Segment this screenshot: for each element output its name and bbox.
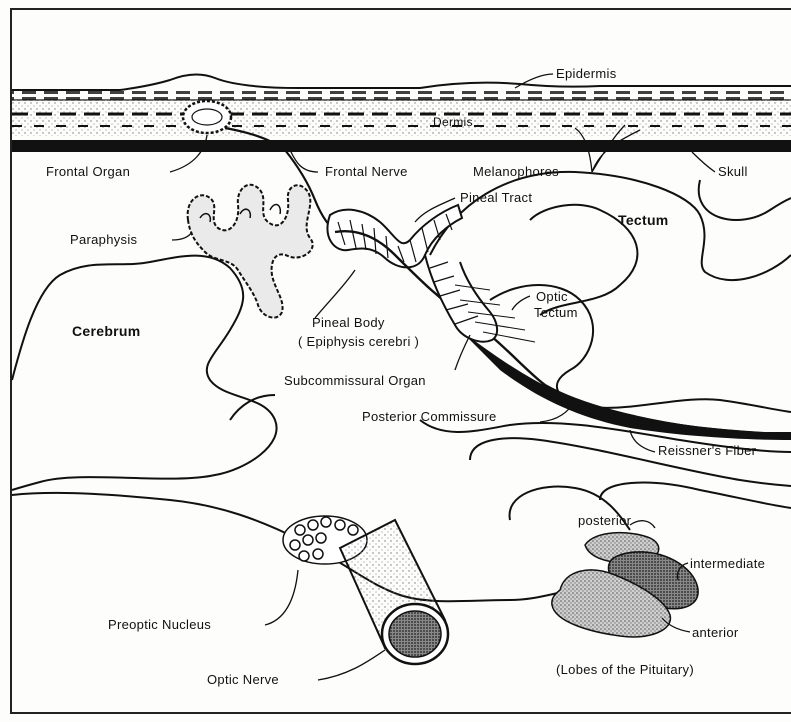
epidermis-surface [12,74,791,90]
label-skull: Skull [718,164,748,180]
label-pituitary-intermediate: intermediate [690,556,765,572]
label-pineal-tract: Pineal Tract [460,190,532,206]
label-lobes-of-pituitary: (Lobes of the Pituitary) [556,662,694,678]
label-preoptic-nucleus: Preoptic Nucleus [108,617,211,633]
label-posterior-commissure: Posterior Commissure [362,409,497,425]
label-frontal-nerve: Frontal Nerve [325,164,408,180]
frontal-organ [183,101,231,133]
label-cerebrum: Cerebrum [72,323,141,339]
pituitary [552,533,698,637]
label-reissners-fiber: Reissner's Fiber [658,443,756,459]
label-tectum: Tectum [618,212,669,228]
label-pineal-body: Pineal Body [312,315,385,331]
label-pituitary-anterior: anterior [692,625,738,641]
skull-band [12,140,791,152]
label-paraphysis: Paraphysis [70,232,137,248]
optic-nerve [340,520,448,664]
pineal-tract [328,205,791,440]
label-dermis: Dermis [433,114,473,130]
label-subcommissural-organ: Subcommissural Organ [284,373,426,389]
label-optic-tectum-line2: Tectum [534,305,578,321]
label-epidermis: Epidermis [556,66,617,82]
label-epiphysis-cerebri: ( Epiphysis cerebri ) [298,334,419,350]
label-melanophores: Melanophores [473,164,559,180]
label-optic-nerve: Optic Nerve [207,672,279,688]
label-pituitary-posterior: posterior [578,513,631,529]
skin-layers [12,74,791,152]
dermis-band [12,100,791,136]
paraphysis [188,185,313,318]
label-frontal-organ: Frontal Organ [46,164,130,180]
label-optic-tectum-line1: Optic [536,289,568,305]
epidermis-cells [12,90,791,100]
